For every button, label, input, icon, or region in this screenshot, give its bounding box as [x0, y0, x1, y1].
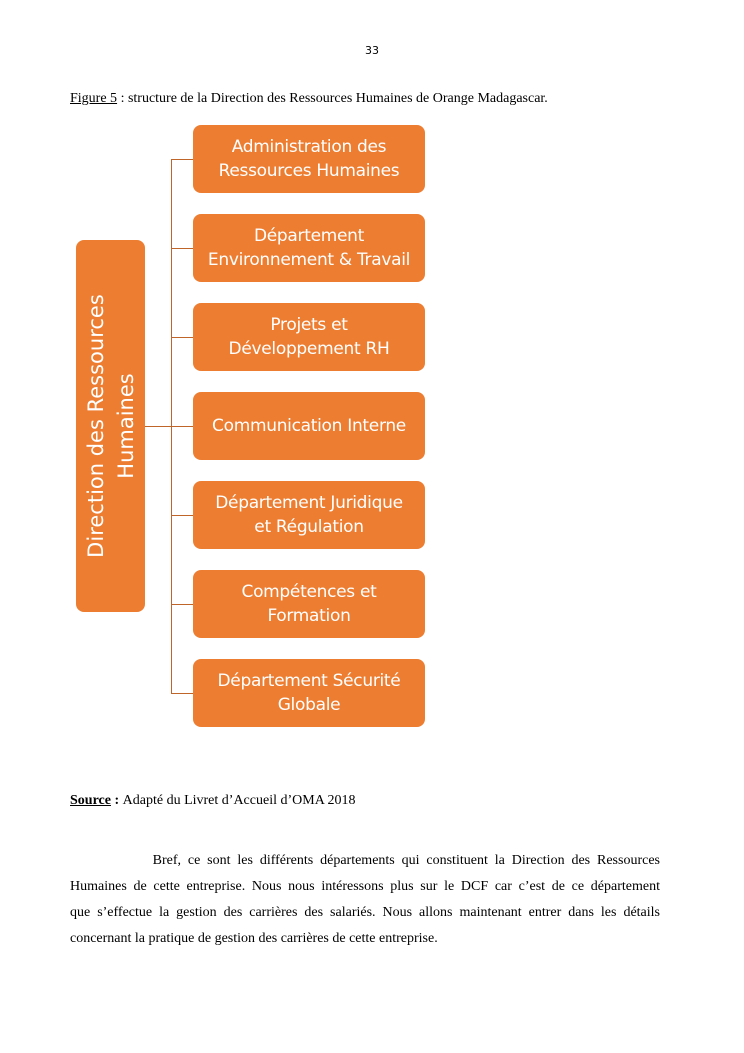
source-label: Source: [70, 793, 111, 808]
org-child-box: Département Sécurité Globale: [193, 659, 425, 727]
paragraph-line: Bref, ce sont les différents département…: [70, 853, 660, 868]
connector-branch: [171, 159, 193, 160]
org-child-box: Administration des Ressources Humaines: [193, 125, 425, 193]
source-text: Adapté du Livret d’Accueil d’OMA 2018: [122, 793, 356, 808]
paragraph-line: que s’effectue la gestion des carrières …: [70, 905, 660, 920]
org-root-label: Direction des Ressources Humaines: [83, 294, 138, 558]
org-child-box: Département Environnement & Travail: [193, 214, 425, 282]
paragraph-line: concernant la pratique de gestion des ca…: [70, 931, 438, 946]
figure-caption: Figure 5 : structure de la Direction des…: [70, 91, 548, 107]
connector-branch: [171, 337, 193, 338]
connector-branch: [171, 693, 193, 694]
org-root-box: Direction des Ressources Humaines: [76, 240, 145, 612]
page-number: 33: [365, 44, 379, 57]
org-child-box: Compétences et Formation: [193, 570, 425, 638]
org-child-box: Département Juridique et Régulation: [193, 481, 425, 549]
connector-branch: [171, 248, 193, 249]
connector-branch: [171, 604, 193, 605]
figure-label: Figure 5: [70, 91, 118, 106]
paragraph-line: Humaines de cette entreprise. Nous nous …: [70, 879, 660, 894]
connector-branch: [171, 426, 193, 427]
connector-branch: [171, 515, 193, 516]
source-note: Source : Adapté du Livret d’Accueil d’OM…: [70, 793, 356, 809]
connector-root: [145, 426, 171, 427]
org-child-box: Communication Interne: [193, 392, 425, 460]
figure-caption-text: : structure de la Direction des Ressourc…: [117, 91, 548, 106]
source-separator: :: [110, 793, 123, 808]
body-paragraph: Bref, ce sont les différents département…: [70, 848, 660, 952]
org-child-box: Projets et Développement RH: [193, 303, 425, 371]
